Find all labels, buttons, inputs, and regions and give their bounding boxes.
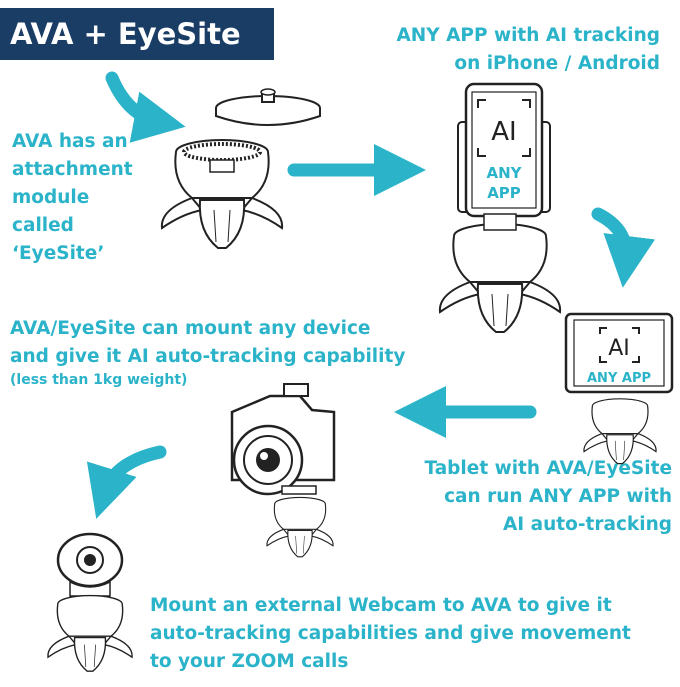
tablet-line-2: can run ANY APP with (444, 486, 672, 507)
phone-ai-label: AI (491, 117, 516, 147)
ava-attach-line-3: module (12, 187, 90, 208)
phone-app-line-1: ANY (486, 164, 522, 182)
tablet-on-ava-drawing: AI ANY APP (564, 312, 674, 465)
ava-attach-line-1: AVA has an (12, 131, 128, 152)
phone-app-line-2: APP (487, 184, 521, 202)
title-badge: AVA + EyeSite (0, 8, 274, 60)
any-app-top-text: ANY APP with AI tracking on iPhone / And… (376, 22, 660, 78)
mount-any-line-1: AVA/EyeSite can mount any device (10, 318, 371, 339)
any-app-line-1: ANY APP with AI tracking (396, 25, 660, 46)
camera-on-ava-drawing (230, 383, 336, 558)
curved-arrow-icon (105, 71, 186, 143)
ava-attach-line-4: called (12, 215, 74, 236)
tablet-ai-label: AI (608, 336, 630, 361)
mount-any-text: AVA/EyeSite can mount any device and giv… (10, 315, 405, 371)
webcam-line-1: Mount an external Webcam to AVA to give … (150, 595, 612, 616)
ava-attach-line-2: attachment (12, 159, 133, 180)
webcam-on-ava-drawing (47, 532, 133, 672)
webcam-line-2: auto-tracking capabilities and give move… (150, 623, 631, 644)
tablet-text: Tablet with AVA/EyeSite can run ANY APP … (390, 455, 672, 539)
ava-with-eyesite-drawing (160, 88, 321, 249)
tablet-line-3: AI auto-tracking (502, 514, 672, 535)
tablet-app-label: ANY APP (587, 371, 651, 386)
phone-on-ava-drawing: AI ANY APP (438, 82, 562, 333)
curved-arrow-down-icon (591, 207, 656, 288)
curved-arrow-down-left-icon (86, 445, 167, 519)
any-app-line-2: on iPhone / Android (454, 53, 660, 74)
webcam-text: Mount an external Webcam to AVA to give … (150, 592, 631, 676)
weight-note: (less than 1kg weight) (10, 372, 188, 388)
mount-any-line-2: and give it AI auto-tracking capability (10, 346, 406, 367)
ava-attach-text: AVA has an attachment module called ‘Eye… (12, 128, 133, 268)
webcam-line-3: to your ZOOM calls (150, 651, 349, 672)
page-title: AVA + EyeSite (10, 17, 241, 51)
tablet-line-1: Tablet with AVA/EyeSite (424, 458, 672, 479)
ava-attach-line-5: ‘EyeSite’ (12, 243, 105, 264)
